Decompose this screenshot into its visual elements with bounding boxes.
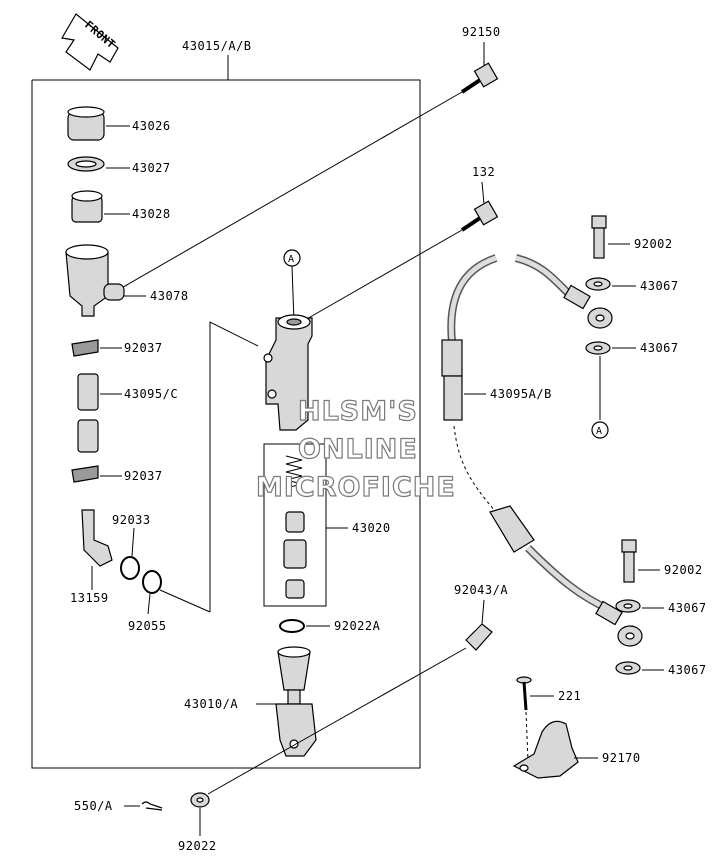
- watermark-line-3: MICROFICHE: [256, 472, 456, 503]
- watermark-line-1: HLSM'S: [298, 396, 418, 427]
- ref-a-right: A: [591, 421, 609, 439]
- label-43020: 43020: [352, 521, 391, 535]
- label-43095c: 43095/C: [124, 387, 178, 401]
- pushrod-43010a: 43010/A: [184, 646, 317, 757]
- label-92043a: 92043/A: [454, 583, 508, 597]
- ref-a-upper-label: A: [288, 254, 295, 265]
- label-92022: 92022: [178, 839, 217, 853]
- front-arrow-icon: FRONT: [61, 13, 119, 71]
- label-132: 132: [472, 165, 495, 179]
- label-43067-b: 43067: [640, 341, 679, 355]
- label-43015: 43015/A/B: [182, 39, 252, 53]
- clamp-92037-b: 92037: [71, 465, 163, 483]
- bolt-92150: 92150: [117, 25, 501, 291]
- washer-43067-a: 43067: [585, 277, 679, 293]
- label-13159: 13159: [70, 591, 109, 605]
- watermark-line-2: ONLINE: [298, 434, 418, 465]
- washer-92022: 92022: [178, 792, 217, 853]
- label-43078: 43078: [150, 289, 189, 303]
- label-43026: 43026: [132, 119, 171, 133]
- washer-43067-d: 43067: [615, 661, 707, 677]
- cap-43026: 43026: [67, 106, 171, 141]
- reservoir-43078: 43078: [65, 244, 189, 317]
- label-92037-b: 92037: [124, 469, 163, 483]
- label-92022a: 92022A: [334, 619, 381, 633]
- label-43027: 43027: [132, 161, 171, 175]
- label-92170: 92170: [602, 751, 641, 765]
- label-92055: 92055: [128, 619, 167, 633]
- label-43067-c: 43067: [668, 601, 707, 615]
- label-221: 221: [558, 689, 581, 703]
- banjo-bolt-92002-b: 92002: [621, 539, 703, 583]
- ref-a-right-label: A: [596, 426, 603, 437]
- label-92033: 92033: [112, 513, 151, 527]
- label-92037-a: 92037: [124, 341, 163, 355]
- screw-221: 221: [516, 676, 581, 761]
- clamp-92037-a: 92037: [71, 339, 163, 357]
- brake-hose-43095ab: 43095A/B: [441, 254, 643, 647]
- label-43010a: 43010/A: [184, 697, 238, 711]
- assembly-frame-43015: 43015/A/B: [31, 39, 421, 769]
- label-43067-a: 43067: [640, 279, 679, 293]
- ring-43027: 43027: [67, 156, 171, 175]
- circlip-92022a: 92022A: [279, 619, 381, 633]
- label-43067-d: 43067: [668, 663, 707, 677]
- banjo-bolt-92002-a: 92002: [591, 215, 673, 259]
- oring-92055: 92055: [128, 570, 211, 633]
- master-cylinder-body: [263, 314, 313, 431]
- label-92002-a: 92002: [634, 237, 673, 251]
- cotter-pin-550a: 550/A: [74, 799, 163, 813]
- fitting-13159: 13159: [70, 509, 113, 605]
- label-92002-b: 92002: [664, 563, 703, 577]
- watermark: HLSM'S ONLINE MICROFICHE: [255, 395, 456, 503]
- hose-43095c: 43095/C: [77, 373, 178, 453]
- label-43028: 43028: [132, 207, 171, 221]
- clamp-92170: 92170: [512, 720, 641, 779]
- washer-43067-b: 43067: [585, 341, 679, 420]
- pin-92043a: 92043/A: [207, 583, 508, 795]
- diaphragm-43028: 43028: [71, 190, 171, 223]
- label-92150: 92150: [462, 25, 501, 39]
- washer-43067-c: 43067: [615, 599, 707, 615]
- circlip-92033: 92033: [112, 513, 151, 580]
- label-43095ab: 43095A/B: [490, 387, 552, 401]
- label-550a: 550/A: [74, 799, 113, 813]
- piston-kit-43020: 43020: [263, 443, 391, 607]
- ref-a-upper: A: [283, 249, 301, 323]
- bolt-132: 132: [297, 165, 499, 325]
